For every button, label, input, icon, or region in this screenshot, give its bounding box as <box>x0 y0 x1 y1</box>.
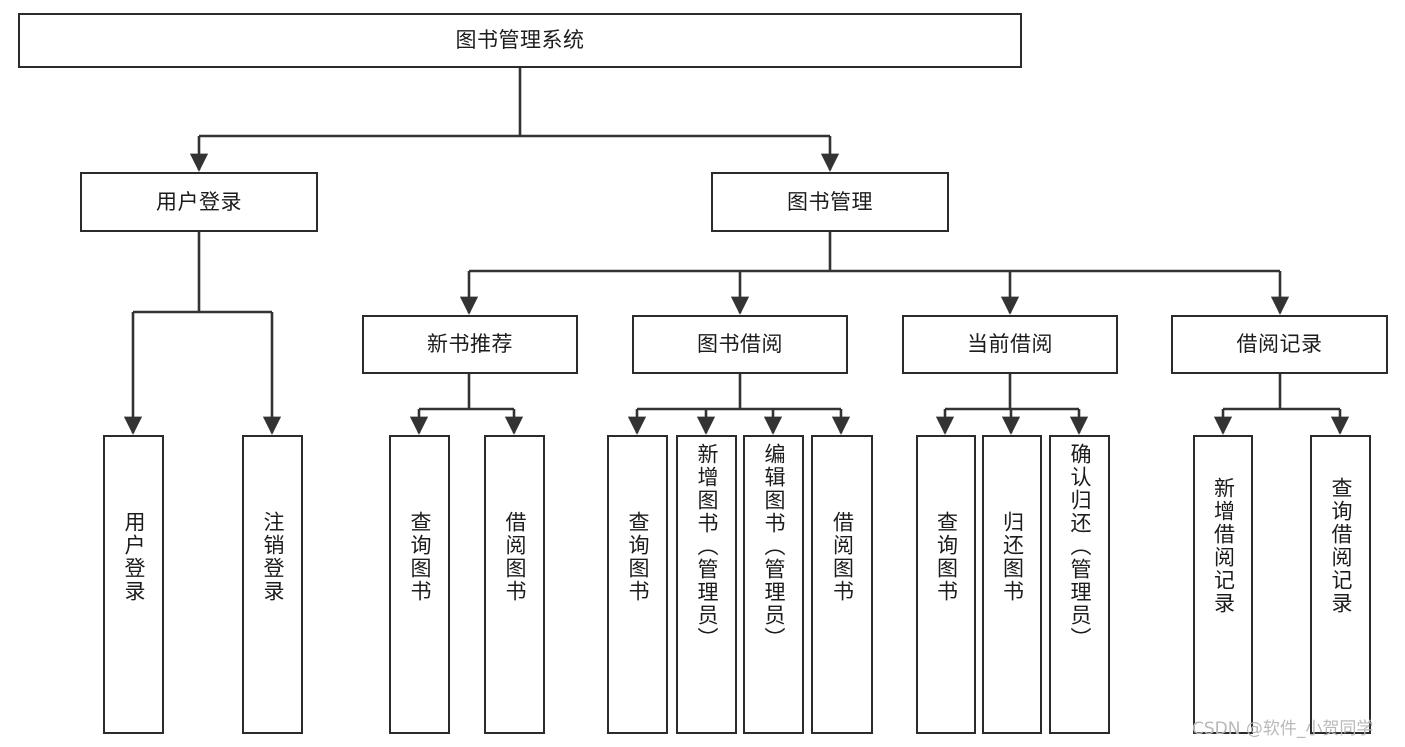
leaf-add-borrow-record[interactable]: 新增借阅记录 <box>1193 435 1253 734</box>
leaf-logout-login-label: 注销登录 <box>261 511 285 603</box>
node-borrow-record-label: 借阅记录 <box>1236 332 1323 357</box>
leaf-edit-book-admin[interactable]: 编辑图书（管理员） <box>743 435 804 734</box>
leaf-borrow-book-recommend[interactable]: 借阅图书 <box>484 435 545 734</box>
leaf-user-login-label: 用户登录 <box>122 511 146 603</box>
leaf-add-book-admin[interactable]: 新增图书（管理员） <box>676 435 737 734</box>
node-new-book-recommend-label: 新书推荐 <box>427 332 513 357</box>
node-root-label: 图书管理系统 <box>455 28 585 53</box>
leaf-query-borrow-record[interactable]: 查询借阅记录 <box>1310 435 1371 734</box>
leaf-logout-login[interactable]: 注销登录 <box>242 435 303 734</box>
csdn-watermark: CSDN @软件_小贺同学 <box>1192 719 1374 739</box>
node-user-login[interactable]: 用户登录 <box>80 172 318 232</box>
node-root[interactable]: 图书管理系统 <box>18 13 1022 68</box>
leaf-add-book-admin-label: 新增图书（管理员） <box>695 443 719 650</box>
leaf-query-book-current-label: 查询图书 <box>934 511 959 603</box>
node-book-manage-label: 图书管理 <box>787 189 873 214</box>
node-current-borrow-label: 当前借阅 <box>967 332 1053 357</box>
leaf-return-book[interactable]: 归还图书 <box>982 435 1042 734</box>
leaf-confirm-return-admin[interactable]: 确认归还（管理员） <box>1049 435 1110 734</box>
leaf-query-book-recommend[interactable]: 查询图书 <box>389 435 450 734</box>
node-book-manage[interactable]: 图书管理 <box>711 172 949 232</box>
leaf-borrow-book-recommend-label: 借阅图书 <box>503 511 527 603</box>
leaf-query-book-borrow[interactable]: 查询图书 <box>607 435 668 734</box>
node-borrow-record[interactable]: 借阅记录 <box>1171 315 1388 374</box>
leaf-confirm-return-admin-label: 确认归还（管理员） <box>1068 443 1092 650</box>
leaf-add-borrow-record-label: 新增借阅记录 <box>1211 477 1236 615</box>
node-book-borrow-label: 图书借阅 <box>697 332 783 357</box>
node-book-borrow[interactable]: 图书借阅 <box>632 315 848 374</box>
leaf-user-login[interactable]: 用户登录 <box>103 435 164 734</box>
node-user-login-label: 用户登录 <box>156 189 242 214</box>
leaf-return-book-label: 归还图书 <box>1000 511 1025 603</box>
node-current-borrow[interactable]: 当前借阅 <box>902 315 1118 374</box>
leaf-edit-book-admin-label: 编辑图书（管理员） <box>762 443 786 650</box>
leaf-query-book-borrow-label: 查询图书 <box>626 511 650 603</box>
leaf-query-borrow-record-label: 查询借阅记录 <box>1329 477 1353 615</box>
leaf-borrow-book-borrow-label: 借阅图书 <box>830 511 855 603</box>
leaf-query-book-recommend-label: 查询图书 <box>408 511 432 603</box>
leaf-borrow-book-borrow[interactable]: 借阅图书 <box>811 435 873 734</box>
leaf-query-book-current[interactable]: 查询图书 <box>916 435 976 734</box>
node-new-book-recommend[interactable]: 新书推荐 <box>362 315 578 374</box>
